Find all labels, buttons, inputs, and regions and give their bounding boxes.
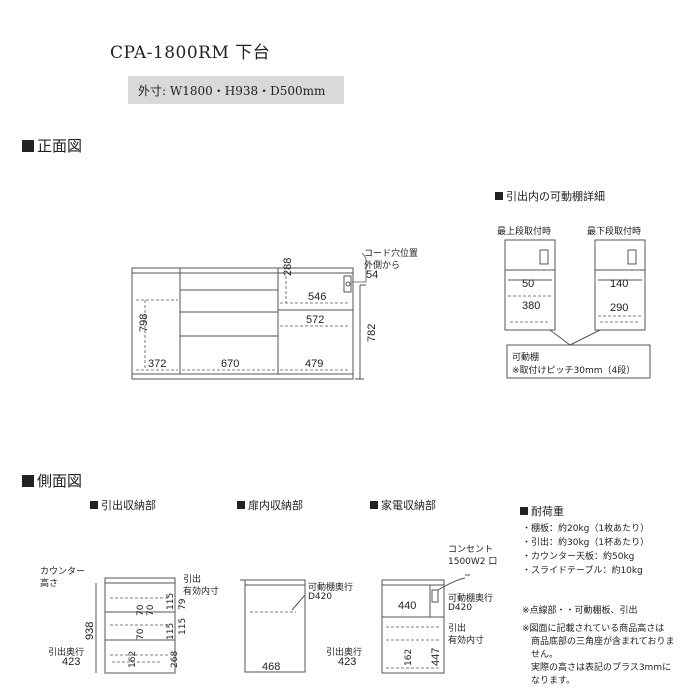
- note-dotted: ※点線部・・可動棚板、引出: [522, 606, 638, 616]
- outlet-label-2: 1500W2 口: [448, 557, 498, 567]
- dim-right-4: 115: [166, 622, 176, 640]
- dim-798: 798: [138, 313, 150, 332]
- drawer-depth-label: 引出奥行: [48, 648, 85, 658]
- side-door-cabinet: [244, 579, 306, 673]
- outer-dims-box: [128, 76, 344, 104]
- square-bullet-icon: [22, 140, 34, 152]
- dim-782: 782: [366, 323, 378, 342]
- square-bullet-icon: [520, 507, 528, 515]
- square-bullet-icon: [495, 192, 503, 200]
- detail-top-label: 最上段取付時: [497, 227, 552, 237]
- side-drawer-cabinet: [104, 577, 176, 674]
- cord-hole-offset: 54: [366, 269, 379, 281]
- front-cabinet-outline: [131, 267, 354, 380]
- load-item-3: ・カウンター天板：約50kg: [522, 552, 635, 562]
- dim-inner-4: 162: [128, 650, 138, 668]
- product-title: CPA-1800RM 下台: [110, 43, 271, 63]
- square-bullet-icon: [90, 501, 98, 509]
- detail-bottom-label: 最下段取付時: [587, 227, 642, 237]
- front-view-heading: 正面図: [22, 135, 82, 156]
- dim-572: 572: [306, 314, 325, 326]
- outer-dims: 外寸: W1800・H938・D500mm: [138, 84, 326, 98]
- note-height-2: 商品底部の三角座が含まれておりま: [522, 637, 675, 647]
- app-drawer-label-2: 有効内寸: [448, 636, 485, 646]
- app-shelf-label-2: D420: [448, 603, 473, 613]
- shelf-depth-label-2: D420: [308, 592, 333, 602]
- square-bullet-icon: [22, 475, 34, 487]
- square-bullet-icon: [370, 501, 378, 509]
- app-dim-162: 162: [404, 648, 414, 666]
- dim-938: 938: [84, 621, 96, 640]
- detail-bottom-dim-a: 140: [610, 278, 629, 290]
- app-dim-447: 447: [430, 647, 442, 666]
- detail-bottom-cabinet: [594, 239, 646, 331]
- dim-inner-1: 70: [136, 604, 146, 616]
- cord-hole-label-2: 外側から: [364, 261, 401, 271]
- note-height-1: ※図面に記載されている商品高さは: [522, 624, 665, 634]
- dim-479: 479: [305, 358, 324, 370]
- detail-note-body: ※取付けピッチ30mm（4段）: [512, 366, 636, 376]
- dim-right-3: 115: [166, 592, 176, 610]
- door-storage-heading: 扉内収納部: [237, 497, 303, 513]
- dim-670: 670: [221, 358, 240, 370]
- counter-height-2: 高さ: [40, 579, 59, 589]
- side-view-heading: 側面図: [22, 470, 82, 491]
- drawer-detail-heading: 引出内の可動棚詳細: [495, 188, 605, 204]
- dim-288: 288: [282, 257, 294, 276]
- dim-372: 372: [148, 358, 167, 370]
- detail-top-cabinet: [504, 239, 556, 331]
- dim-right-5: 268: [170, 650, 180, 668]
- dim-right-2: 115: [178, 617, 188, 635]
- detail-top-dim-a: 50: [522, 278, 535, 290]
- app-depth-label: 引出奥行: [326, 648, 363, 658]
- load-heading: 耐荷重: [520, 503, 564, 519]
- appliance-storage-heading: 家電収納部: [370, 497, 436, 513]
- load-item-2: ・引出：約30kg（1杯あたり）: [522, 538, 650, 548]
- door-depth: 468: [262, 661, 281, 673]
- outlet-label-1: コンセント: [448, 545, 494, 555]
- side-appliance-cabinet: [381, 579, 445, 674]
- shelf-depth-label-1: 可動棚奥行: [308, 583, 354, 593]
- detail-note-box: [506, 344, 651, 379]
- load-item-4: ・スライドテーブル：約10kg: [522, 566, 643, 576]
- dim-inner-2: 70: [136, 628, 146, 640]
- appliance-depth: 440: [398, 600, 417, 612]
- load-item-1: ・棚板：約20kg（1枚あたり）: [522, 524, 650, 534]
- note-height-4: 実際の高さは表記のプラス3mmに: [522, 663, 672, 673]
- note-height-5: なります。: [522, 676, 576, 686]
- app-drawer-label-1: 引出: [448, 624, 467, 634]
- drawer-inner-2: 有効内寸: [183, 587, 220, 597]
- dim-right-1: 79: [178, 598, 188, 610]
- drawer-depth: 423: [62, 656, 81, 668]
- app-shelf-label-1: 可動棚奥行: [448, 594, 494, 604]
- drawer-storage-heading: 引出収納部: [90, 497, 156, 513]
- counter-height-1: カウンター: [40, 567, 86, 577]
- detail-bottom-dim-b: 290: [610, 302, 629, 314]
- drawer-inner-1: 引出: [183, 575, 202, 585]
- detail-note-title: 可動棚: [512, 353, 540, 363]
- cord-hole-label-1: コード穴位置: [364, 249, 419, 259]
- dim-546: 546: [308, 291, 327, 303]
- dim-inner-3: 70: [146, 604, 156, 616]
- app-depth: 423: [338, 656, 357, 668]
- detail-top-dim-b: 380: [522, 300, 541, 312]
- note-height-3: せん。: [522, 650, 559, 660]
- square-bullet-icon: [237, 501, 245, 509]
